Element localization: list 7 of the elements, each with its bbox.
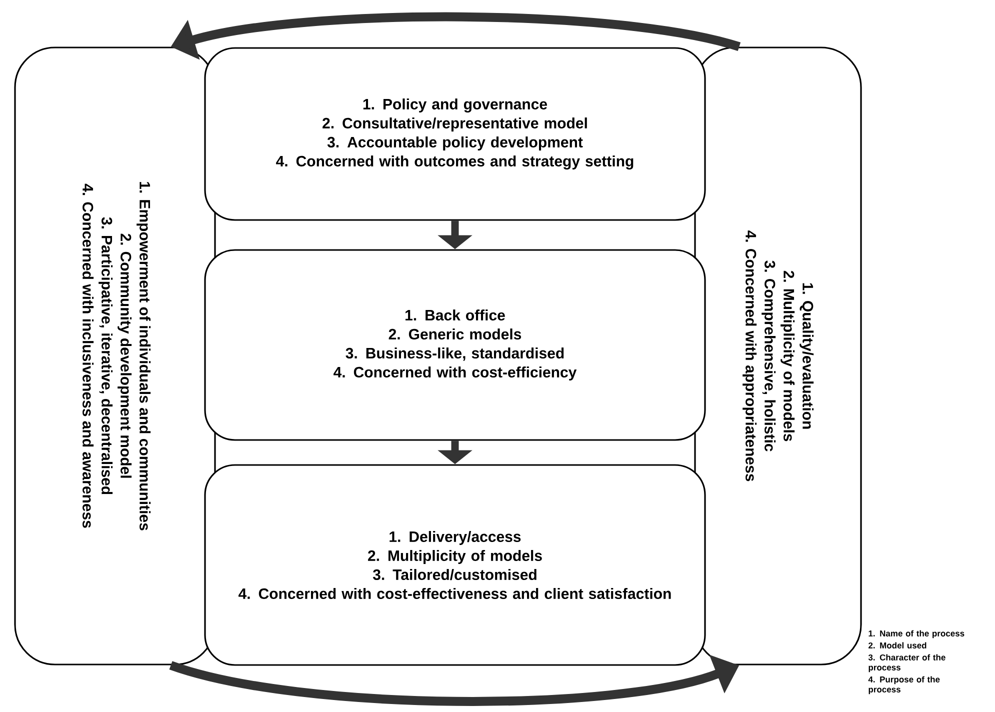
process-box: 1. Quality/evaluation 2. Multiplicity of models 3. Comprehensive, holistic 4. Concerned with appropriateness xyxy=(694,46,862,666)
note: 4. Purpose of the process xyxy=(868,676,940,694)
process-box: 1. Back office 2. Generic models 3. Business-like, standardised 4. Concerned with cost-efficiency xyxy=(204,249,706,441)
process-box: 1. Delivery/access 2. Multiplicity of models 3. Tailored/customised 4. Concerned with cost-effectiveness and client satisfaction xyxy=(204,464,706,666)
process-box: 1. Policy and governance 2. Consultative/representative model 3. Accountable policy development 4. Concerned with outcomes and strategy setting xyxy=(204,47,706,221)
note: 3. Character of the process xyxy=(868,654,946,672)
process-box: 1. Empowerment of individuals and communities 2. Community development model 3. Participative, iterative, decentralised 4. Concerned with inclusiveness and awareness xyxy=(14,46,216,666)
